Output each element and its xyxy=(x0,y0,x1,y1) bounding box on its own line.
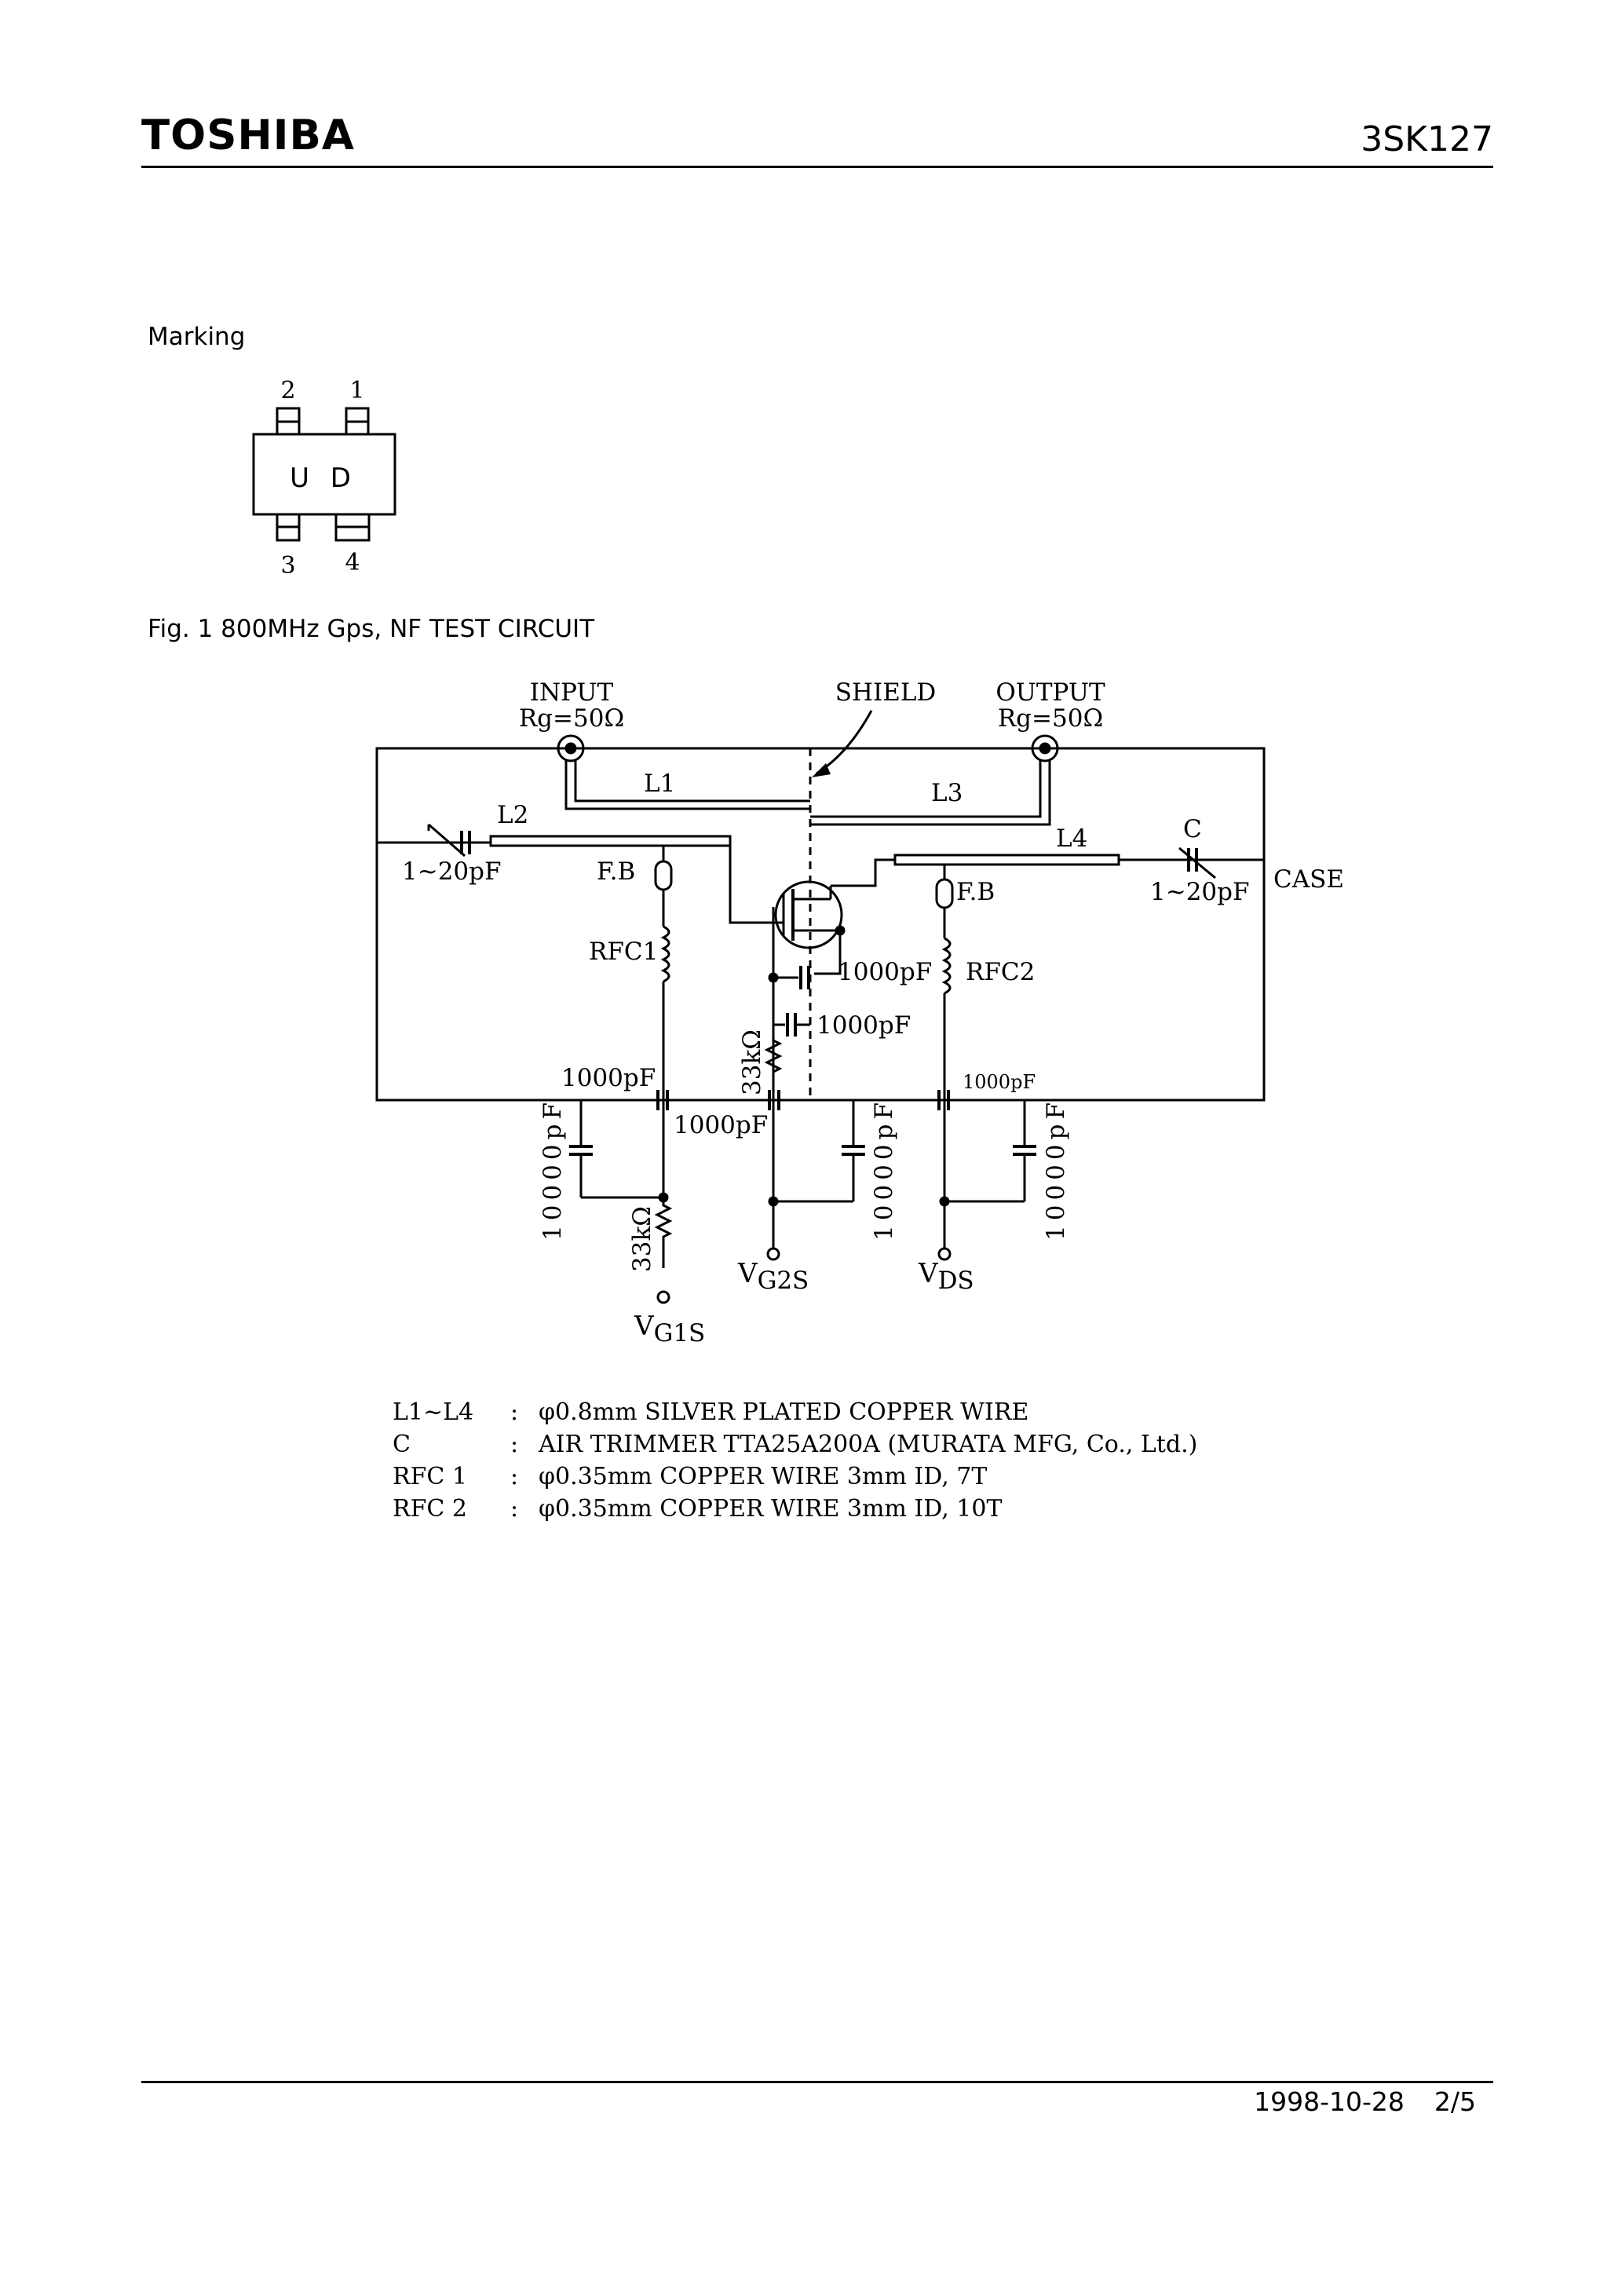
figure-title: Fig. 1 800MHz Gps, NF TEST CIRCUIT xyxy=(148,615,595,643)
vg2s-v: V xyxy=(737,1258,758,1289)
fb-right-label: F.B xyxy=(956,878,995,906)
toshiba-logo: TOSHIBA xyxy=(141,112,355,159)
vds-label: VDS xyxy=(918,1258,974,1295)
cap-1000pf-right-label: 1000pF xyxy=(963,1071,1036,1093)
pin-3-label: 3 xyxy=(280,552,295,579)
l3-label: L3 xyxy=(931,779,963,807)
input-label: INPUT xyxy=(530,678,614,707)
note-row: L1~L4: φ0.8mm SILVER PLATED COPPER WIRE xyxy=(393,1396,1197,1428)
vg2s-label: VG2S xyxy=(737,1258,809,1295)
pin-4-label: 4 xyxy=(345,549,360,576)
marking-title: Marking xyxy=(148,323,246,351)
vg1s-sub: G1S xyxy=(654,1319,706,1347)
cap-1000pf-mid-label: 1000pF xyxy=(674,1111,768,1139)
resistor-mid-label: 33kΩ xyxy=(738,1029,766,1095)
note-value: φ0.35mm COPPER WIRE 3mm ID, 7T xyxy=(539,1463,988,1490)
note-sep: : xyxy=(510,1495,519,1523)
note-key: L1~L4 xyxy=(393,1398,474,1426)
cap-10000pf-2-label: 10000pF xyxy=(870,1098,898,1241)
footer-page: 2/5 xyxy=(1434,2086,1476,2117)
note-row: RFC 2: φ0.35mm COPPER WIRE 3mm ID, 10T xyxy=(393,1493,1197,1525)
note-sep: : xyxy=(510,1463,519,1490)
vg1s-v: V xyxy=(634,1311,655,1342)
note-value: AIR TRIMMER TTA25A200A (MURATA MFG, Co.,… xyxy=(539,1431,1198,1458)
footer: 1998-10-28 2/5 xyxy=(1254,2089,1476,2115)
footer-date: 1998-10-28 xyxy=(1254,2086,1405,2117)
c-label: C xyxy=(1183,815,1202,843)
resistor-left-label: 33kΩ xyxy=(628,1206,656,1272)
note-key: C xyxy=(393,1431,411,1458)
l4-label: L4 xyxy=(1056,824,1087,853)
marking-package xyxy=(252,407,396,542)
note-value: φ0.8mm SILVER PLATED COPPER WIRE xyxy=(539,1398,1029,1426)
note-sep: : xyxy=(510,1398,519,1426)
fb-left-label: F.B xyxy=(597,857,635,886)
rfc1-label: RFC1 xyxy=(589,938,658,966)
trimmer-right-label: 1~20pF xyxy=(1150,878,1250,906)
component-notes: L1~L4: φ0.8mm SILVER PLATED COPPER WIRE C… xyxy=(393,1396,1197,1525)
note-key: RFC 1 xyxy=(393,1463,467,1490)
rfc2-label: RFC2 xyxy=(966,958,1035,986)
footer-rule xyxy=(141,2081,1493,2083)
vg2s-sub: G2S xyxy=(758,1267,809,1295)
l1-label: L1 xyxy=(644,770,675,798)
note-row: RFC 1: φ0.35mm COPPER WIRE 3mm ID, 7T xyxy=(393,1461,1197,1493)
output-impedance-label: Rg=50Ω xyxy=(998,704,1103,733)
note-key: RFC 2 xyxy=(393,1495,467,1523)
input-impedance-label: Rg=50Ω xyxy=(519,704,624,733)
cap-1000pf-gate-label: 1000pF xyxy=(838,958,932,986)
header-rule xyxy=(141,166,1493,168)
note-value: φ0.35mm COPPER WIRE 3mm ID, 10T xyxy=(539,1495,1003,1523)
cap-1000pf-g2-label: 1000pF xyxy=(816,1011,911,1040)
vds-v: V xyxy=(918,1258,939,1289)
trimmer-left-label: 1~20pF xyxy=(402,857,502,886)
cap-10000pf-1-label: 10000pF xyxy=(539,1098,567,1241)
cap-1000pf-left-label: 1000pF xyxy=(561,1064,656,1092)
note-sep: : xyxy=(510,1431,519,1458)
vg1s-label: VG1S xyxy=(634,1311,705,1347)
note-row: C: AIR TRIMMER TTA25A200A (MURATA MFG, Co… xyxy=(393,1428,1197,1461)
case-label: CASE xyxy=(1273,865,1344,894)
circuit-wiring xyxy=(375,710,1266,1304)
pin-2-label: 2 xyxy=(280,377,295,404)
l2-label: L2 xyxy=(497,801,528,829)
circuit-labels: INPUT Rg=50Ω SHIELD OUTPUT Rg=50Ω L1 L2 … xyxy=(402,678,1344,1347)
shield-label: SHIELD xyxy=(835,678,937,707)
vds-sub: DS xyxy=(938,1267,974,1295)
part-number: 3SK127 xyxy=(1361,119,1493,159)
cap-10000pf-3-label: 10000pF xyxy=(1042,1098,1070,1241)
pin-1-label: 1 xyxy=(349,377,364,404)
output-label: OUTPUT xyxy=(995,678,1105,707)
marking-text: U D xyxy=(290,462,357,494)
